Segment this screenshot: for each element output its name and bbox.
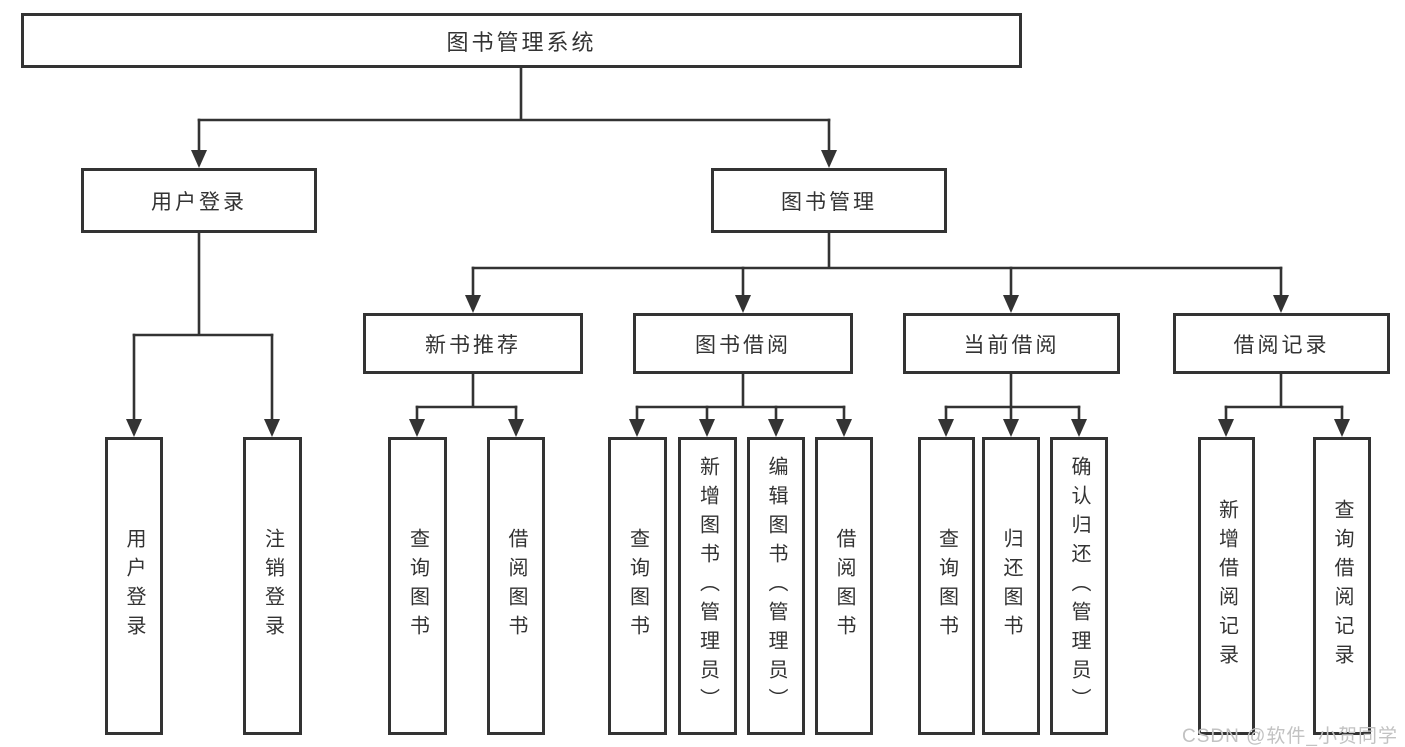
node-label: 查询借阅记录 [1331, 499, 1353, 673]
leaf-query-books-borrowing: 查询图书 [608, 437, 667, 735]
node-label: 借阅图书 [505, 528, 527, 644]
csdn-watermark: CSDN @软件_小贺同学 [1182, 726, 1398, 747]
leaf-confirm-return-admin: 确认归还（管理员） [1050, 437, 1108, 735]
node-label: 新增图书（管理员） [696, 455, 719, 717]
leaf-add-book-admin: 新增图书（管理员） [678, 437, 737, 735]
leaf-query-books-recommend: 查询图书 [388, 437, 447, 735]
node-label: 归还图书 [1000, 528, 1022, 644]
leaf-logout: 注销登录 [243, 437, 302, 735]
node-current-borrowing: 当前借阅 [903, 313, 1120, 374]
node-new-book-recommend: 新书推荐 [363, 313, 583, 374]
node-label: 用户登录 [151, 190, 247, 214]
node-book-management: 图书管理 [711, 168, 947, 233]
leaf-borrow-books-borrowing: 借阅图书 [815, 437, 873, 735]
node-label: 查询图书 [626, 528, 649, 644]
node-label: 图书借阅 [695, 333, 791, 357]
node-label: 借阅记录 [1233, 333, 1330, 357]
node-label: 图书管理 [781, 190, 877, 214]
node-user-login: 用户登录 [81, 168, 317, 233]
node-borrowing-records: 借阅记录 [1173, 313, 1390, 374]
node-library-management-system: 图书管理系统 [21, 13, 1022, 68]
node-label: 用户登录 [123, 528, 145, 644]
node-label: 图书管理系统 [446, 29, 597, 55]
leaf-return-books: 归还图书 [982, 437, 1040, 735]
node-label: 确认归还（管理员） [1068, 455, 1090, 717]
node-label: 当前借阅 [963, 333, 1060, 357]
leaf-query-borrowing-record: 查询借阅记录 [1313, 437, 1371, 735]
leaf-borrow-books-recommend: 借阅图书 [487, 437, 545, 735]
node-label: 借阅图书 [833, 528, 855, 644]
leaf-user-login: 用户登录 [105, 437, 163, 735]
node-label: 查询图书 [935, 528, 958, 644]
node-book-borrowing: 图书借阅 [633, 313, 853, 374]
node-label: 注销登录 [261, 528, 284, 644]
node-label: 新增借阅记录 [1215, 499, 1238, 673]
node-label: 新书推荐 [425, 333, 521, 357]
node-label: 编辑图书（管理员） [765, 455, 787, 717]
leaf-edit-book-admin: 编辑图书（管理员） [747, 437, 805, 735]
leaf-query-books-current: 查询图书 [918, 437, 975, 735]
node-label: 查询图书 [406, 528, 429, 644]
leaf-add-borrowing-record: 新增借阅记录 [1198, 437, 1255, 735]
